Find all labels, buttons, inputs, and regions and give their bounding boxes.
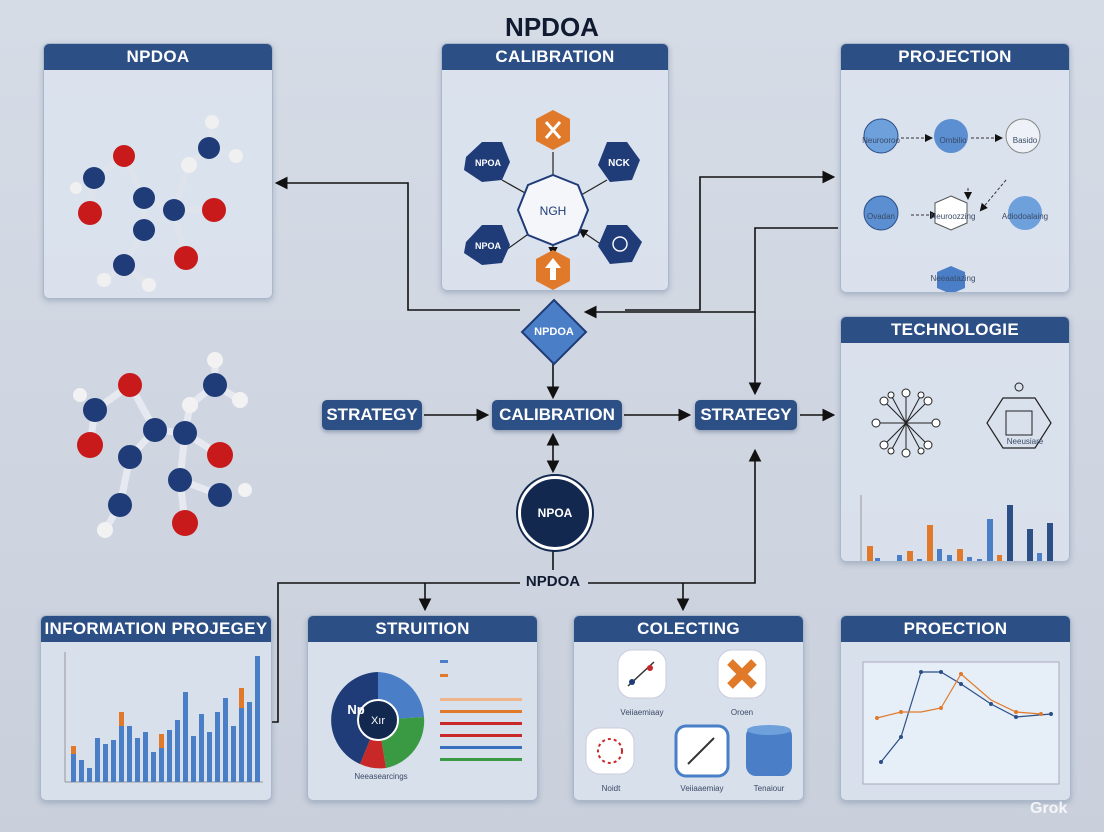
proection-line-chart	[862, 661, 1060, 785]
ring-icon	[585, 727, 635, 775]
watermark-label: Grok	[1030, 800, 1068, 817]
technologie-graphics	[860, 382, 1053, 561]
hex-node-icon	[598, 142, 640, 182]
struition-panel: STRUITION Xır Np Neeasearcings	[307, 615, 538, 801]
svg-text:Np: Np	[347, 702, 364, 717]
collecting-panel: COLECTING Veiiaemiaay Oroen Noidt Veiiaa…	[573, 615, 804, 801]
database-icon	[746, 726, 792, 776]
node-icon	[863, 118, 899, 154]
calibration-network: NGH NPOA NCK NPOA	[464, 110, 642, 290]
calibration-panel-header: CALIBRATION	[442, 44, 668, 70]
projection-flow	[863, 118, 1042, 292]
struition-panel-header: STRUITION	[308, 616, 537, 642]
svg-text:NPOA: NPOA	[475, 241, 502, 251]
strategy-left-node[interactable]: STRATEGY	[322, 400, 422, 430]
collecting-icons	[585, 649, 792, 778]
arrow-to-diamond	[583, 227, 838, 319]
svg-text:NCK: NCK	[608, 158, 630, 169]
calibration-panel: CALIBRATION NGH NPOA NCK NPOA	[441, 43, 669, 291]
svg-text:Xır: Xır	[371, 715, 385, 727]
npdoa-panel-header: NPDOA	[44, 44, 272, 70]
struition-donut: Xır Np	[331, 660, 522, 769]
diagram-title: NPDOA	[505, 12, 599, 42]
npdoa-panel: NPDOA	[43, 43, 273, 299]
node-icon	[1005, 118, 1041, 154]
node-icon	[934, 119, 968, 153]
arrow-to-projection	[625, 170, 836, 311]
hex-node-icon	[464, 225, 510, 265]
center-node-label: NGH	[540, 204, 567, 218]
svg-text:NPOA: NPOA	[475, 158, 502, 168]
hex-node-icon	[464, 142, 510, 182]
gear-icon	[598, 225, 642, 264]
node-icon	[1008, 196, 1042, 230]
molecule-icon-large	[73, 352, 252, 538]
information-panel-header: INFORMATION PROJEGEY	[41, 616, 271, 642]
chip-icon	[986, 397, 1052, 449]
projection-panel: PROJECTION Neurooroo Ombilio Basido Ovad…	[840, 43, 1070, 293]
npdoa-diamond-node[interactable]	[520, 298, 588, 366]
node-icon	[934, 195, 968, 231]
tech-bars	[867, 505, 1053, 561]
npdoa-bus-label: NPDOA	[525, 573, 581, 590]
center-node-icon	[516, 173, 590, 247]
node-icon	[863, 195, 899, 231]
technologie-panel-header: TECHNOLOGIE	[841, 317, 1069, 343]
arrow-to-npdoa-panel	[274, 176, 520, 311]
technologie-panel: TECHNOLOGIE Neeusiar	[840, 316, 1070, 562]
network-star-icon	[876, 393, 936, 453]
strategy-right-node[interactable]: STRATEGY	[695, 400, 797, 430]
node-icon	[937, 266, 965, 292]
proection-panel-header: PROECTION	[841, 616, 1070, 642]
diamond-label: NPDOA	[534, 326, 574, 338]
calibration-node[interactable]: CALIBRATION	[492, 400, 622, 430]
npoa-circle-node[interactable]: NPOA	[518, 476, 592, 550]
molecule-icon	[70, 115, 243, 292]
projection-panel-header: PROJECTION	[841, 44, 1069, 70]
information-panel: INFORMATION PROJEGEY	[40, 615, 272, 801]
collecting-panel-header: COLECTING	[574, 616, 803, 642]
information-bar-chart	[64, 652, 263, 783]
proection-panel: PROECTION	[840, 615, 1071, 801]
